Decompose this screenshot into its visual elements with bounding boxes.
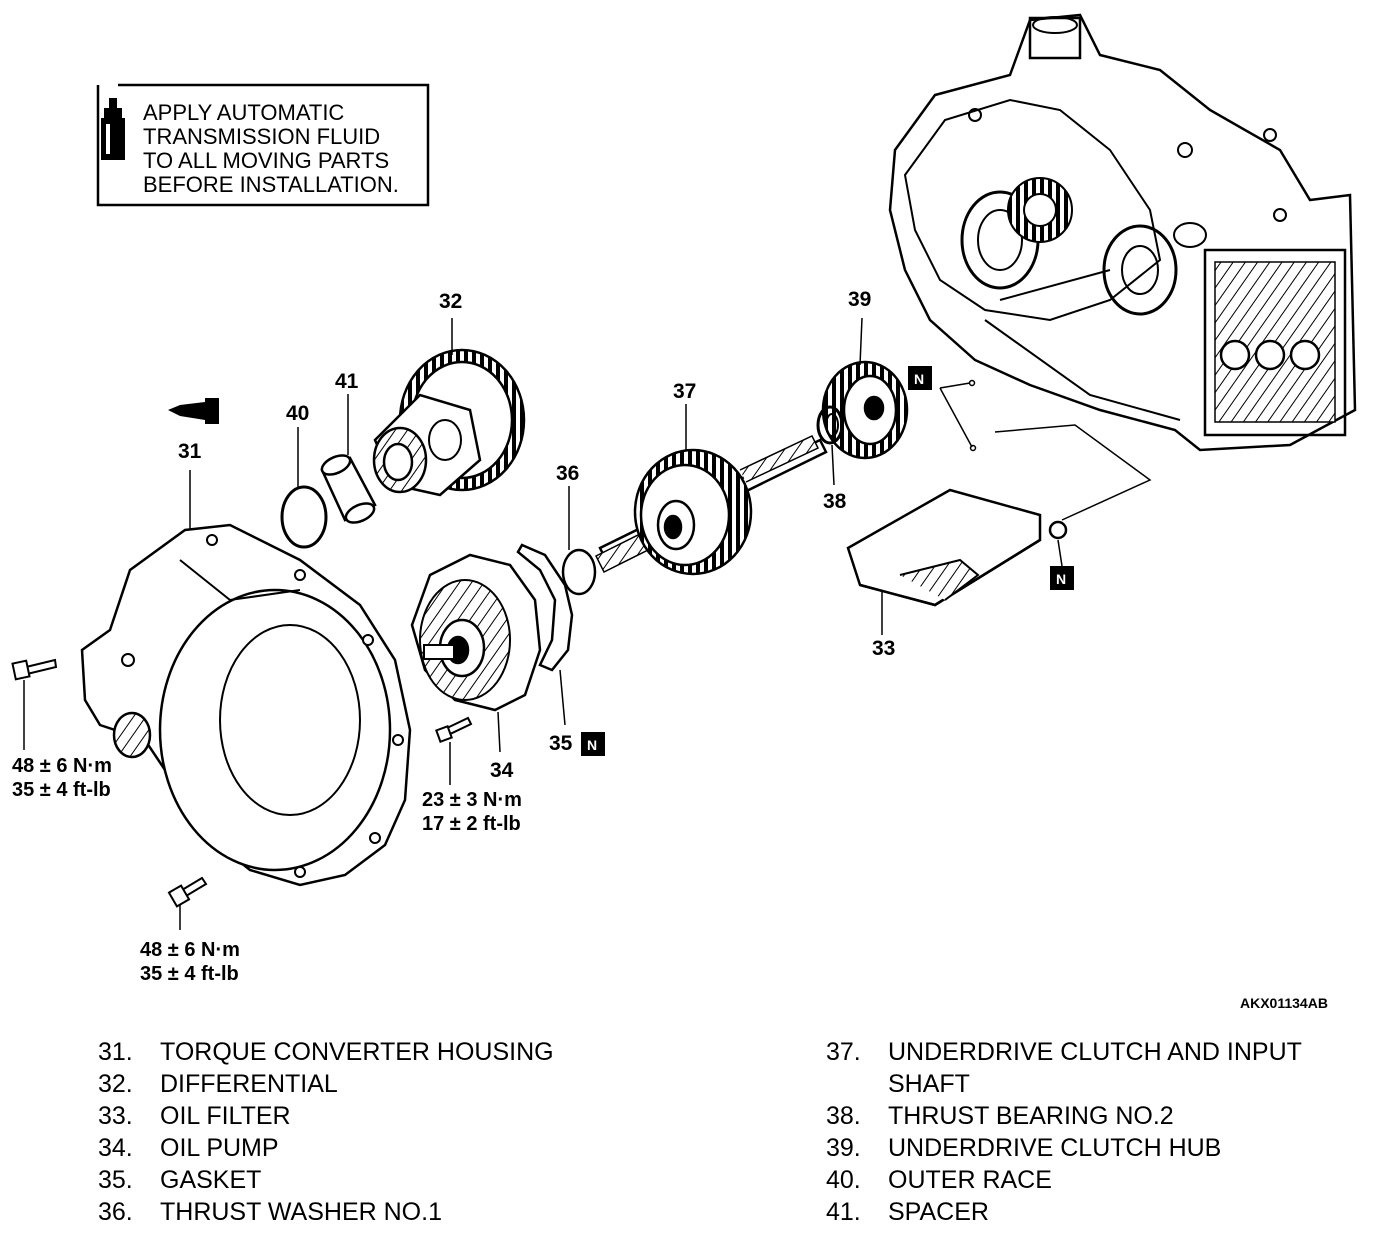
legend-item: 34.OIL PUMP: [98, 1134, 279, 1162]
callout-41: 41: [335, 370, 359, 393]
gasket: [516, 543, 574, 672]
housing-bolt-bottom: [167, 876, 208, 908]
svg-text:N: N: [1056, 571, 1066, 587]
figure-code: AKX01134AB: [1240, 995, 1328, 1011]
new-part-mark-o-ring: N: [1050, 566, 1074, 590]
torque-bottom-nm: 48 ± 6 N·m: [140, 939, 240, 961]
callout-36: 36: [556, 462, 579, 485]
svg-text:N: N: [914, 371, 924, 387]
callout-39: 39: [848, 288, 871, 311]
callout-35: 35: [549, 732, 573, 755]
svg-text:N: N: [587, 737, 597, 753]
callout-33: 33: [872, 637, 895, 660]
callout-32: 32: [439, 290, 462, 313]
new-part-mark-gasket: N: [581, 732, 605, 756]
underdrive-clutch-hub: [821, 360, 909, 460]
differential: [372, 348, 526, 497]
legend-item: 40.OUTER RACE: [826, 1166, 1052, 1194]
legend-item: 41.SPACER: [826, 1198, 989, 1226]
torque-left-nm: 48 ± 6 N·m: [12, 755, 112, 777]
torque-left-ftlb: 35 ± 4 ft-lb: [12, 779, 111, 801]
outer-race: [280, 485, 328, 549]
thrust-bearing-2: [816, 405, 844, 445]
spacer: [320, 454, 377, 524]
note-line-3: TO ALL MOVING PARTS: [143, 148, 389, 173]
sealant-tube-icon: [168, 398, 219, 424]
legend-item: 33.OIL FILTER: [98, 1102, 291, 1130]
torque-pump-ftlb: 17 ± 2 ft-lb: [422, 813, 521, 835]
transaxle-case: [888, 13, 1357, 452]
legend-item: 36.THRUST WASHER NO.1: [98, 1198, 442, 1226]
oil-pump-bolt: [435, 716, 473, 743]
o-ring: [1048, 520, 1068, 540]
legend-item: 39.UNDERDRIVE CLUTCH HUB: [826, 1134, 1222, 1162]
note-line-1: APPLY AUTOMATIC: [143, 100, 344, 125]
legend-item: 37.UNDERDRIVE CLUTCH AND INPUT SHAFT: [826, 1038, 1302, 1098]
oil-pump: [410, 553, 542, 712]
torque-bottom-ftlb: 35 ± 4 ft-lb: [140, 963, 239, 985]
new-part-mark-case: N: [908, 366, 932, 390]
callout-31: 31: [178, 440, 202, 463]
note-line-4: BEFORE INSTALLATION.: [143, 172, 399, 197]
legend-item: 35.GASKET: [98, 1166, 262, 1194]
atf-note-box: APPLY AUTOMATIC TRANSMISSION FLUID TO AL…: [96, 83, 430, 207]
callout-34: 34: [490, 759, 514, 782]
underdrive-clutch-and-input-shaft: [594, 435, 828, 576]
legend-left: 31.TORQUE CONVERTER HOUSING 32.DIFFERENT…: [98, 1036, 658, 1228]
torque-converter-housing: [80, 523, 412, 887]
torque-pump-nm: 23 ± 3 N·m: [422, 789, 522, 811]
case-seal-dots: [939, 379, 1152, 521]
housing-bolt-left: [11, 658, 58, 681]
callout-40: 40: [286, 402, 309, 425]
legend-item: 31.TORQUE CONVERTER HOUSING: [98, 1038, 554, 1066]
callout-38: 38: [823, 490, 847, 513]
thrust-washer-1: [561, 548, 597, 596]
legend-right: 37.UNDERDRIVE CLUTCH AND INPUT SHAFT 38.…: [826, 1036, 1366, 1228]
callout-37: 37: [673, 380, 696, 403]
exploded-view-diagram: APPLY AUTOMATIC TRANSMISSION FLUID TO AL…: [11, 13, 1357, 1011]
note-line-2: TRANSMISSION FLUID: [143, 124, 380, 149]
legend-item: 38.THRUST BEARING NO.2: [826, 1102, 1174, 1130]
legend-item: 32.DIFFERENTIAL: [98, 1070, 338, 1098]
fluid-bottle-icon: [101, 98, 125, 160]
oil-filter: [846, 488, 1042, 607]
